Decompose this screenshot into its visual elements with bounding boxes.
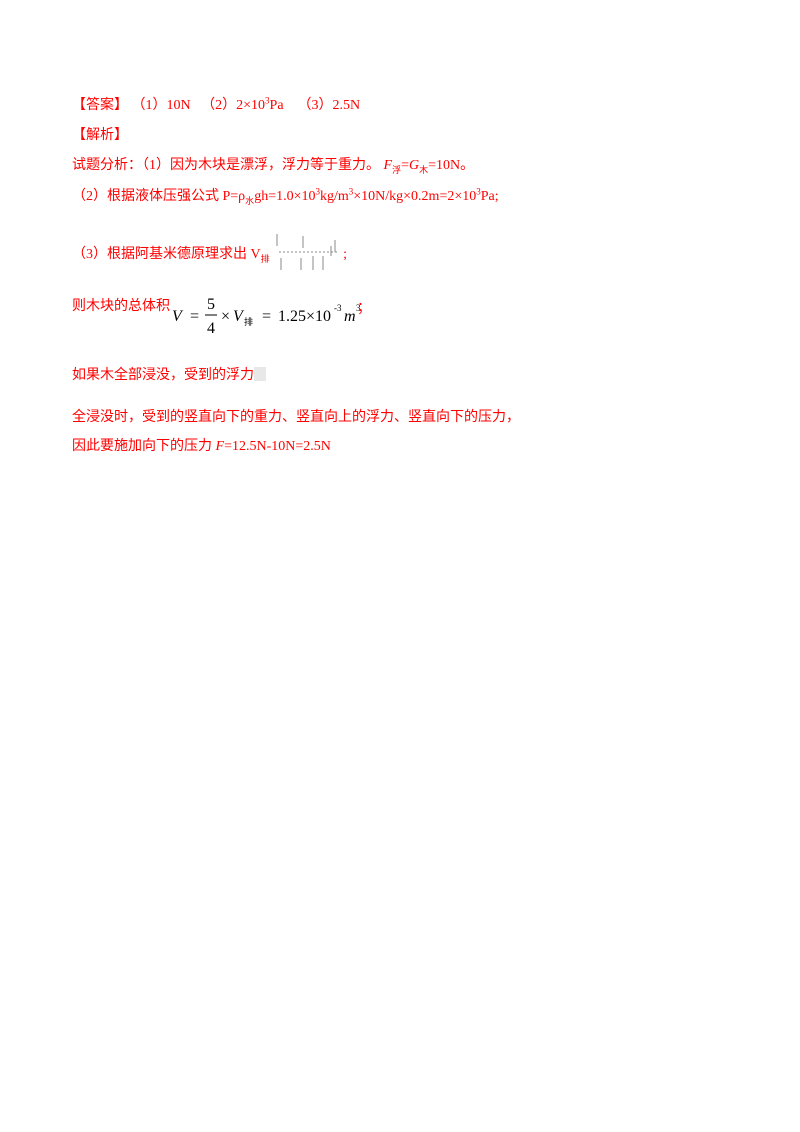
svg-text:V: V [233,308,245,325]
svg-text:=: = [262,308,271,325]
svg-text:5: 5 [207,296,215,313]
volume-formula: V = 5 4 × V 排 = 1.25×10 -3 m 3 [170,291,361,339]
answer-part2: （2）2×103Pa [201,95,284,113]
blurred-image [254,367,266,381]
formula-image [273,232,343,278]
answer-part1: （1）10N [131,98,191,113]
answer-line: 【答案】 （1）10N （2）2×103Pa （3）2.5N [72,95,361,115]
total-volume-label: 则木块的总体积 [72,299,170,314]
svg-text:3: 3 [356,303,361,313]
answer-part3: （3）2.5N [297,98,361,113]
analysis-label: 【解析】 [72,128,128,143]
full-immersion-line: 如果木全部浸没，受到的浮力 [72,367,266,385]
svg-text:=: = [190,308,199,325]
analysis-part3: （3）根据阿基米德原理求出 V排 ; [72,232,347,278]
analysis-part1: 试题分析：（1）因为木块是漂浮，浮力等于重力。 F浮=G木=10N。 [72,158,475,175]
answer-label: 【答案】 [72,98,128,113]
forces-line: 全浸没时，受到的竖直向下的重力、竖直向上的浮力、竖直向下的压力， [72,410,520,425]
svg-text:V: V [172,308,184,325]
svg-text:m: m [344,308,356,325]
svg-text:1.25×10: 1.25×10 [278,308,331,325]
analysis-part2: （2）根据液体压强公式 P=ρ水gh=1.0×103kg/m3×10N/kg×0… [72,186,499,206]
conclusion-line: 因此要施加向下的压力 F=12.5N-10N=2.5N [72,439,331,454]
svg-text:×: × [221,308,230,325]
svg-text:-3: -3 [334,303,342,313]
svg-text:4: 4 [207,320,215,337]
formula-end: ； [357,301,371,316]
svg-text:排: 排 [244,316,253,327]
